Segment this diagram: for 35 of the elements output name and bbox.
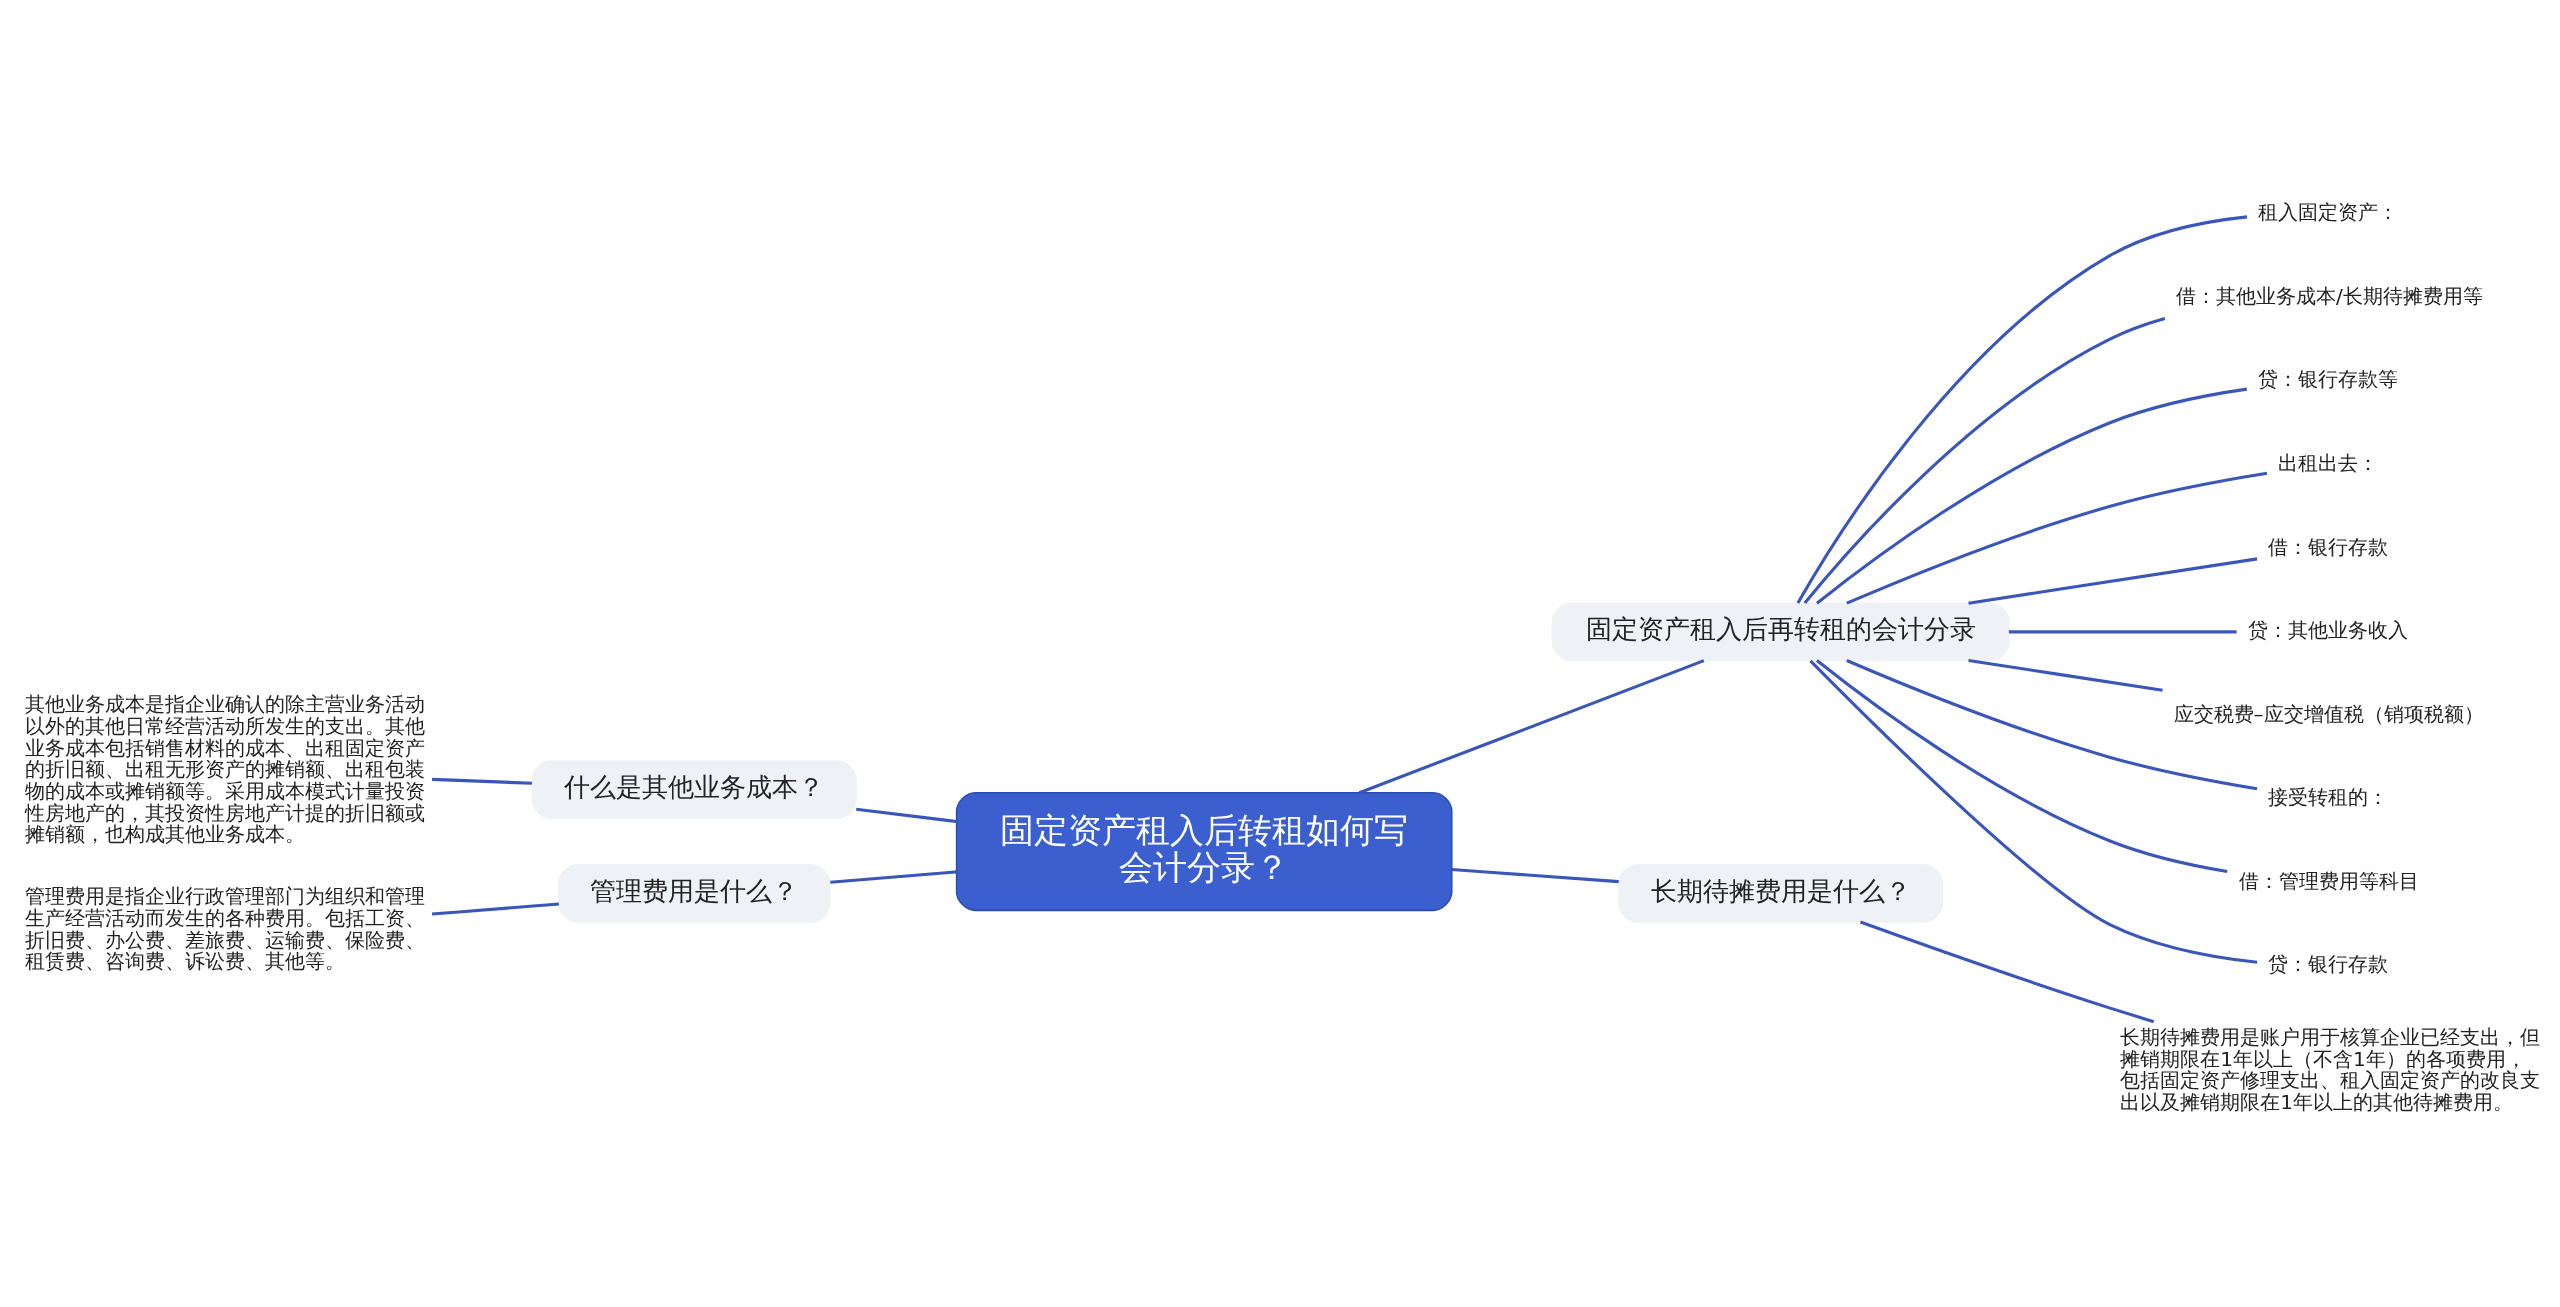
- node-text: 贷：银行存款等: [2257, 367, 2398, 392]
- connector: [1846, 659, 2258, 791]
- connector: [1796, 215, 2248, 604]
- node-box: 管理费用是什么？: [558, 863, 831, 923]
- node-box: 固定资产租入后再转租的会计分录: [1551, 602, 2010, 662]
- node-box: 什么是其他业务成本？: [531, 760, 857, 820]
- node-text: 应交税费–应交增值税（销项税额）: [2173, 701, 2484, 726]
- node-box: 固定资产租入后转租如何写会计分录？: [955, 792, 1453, 912]
- node-text: 借：银行存款: [2268, 534, 2389, 559]
- node-text: 长期待摊费用是账户用于核算企业已经支出，但摊销期限在1年以上（不含1年）的各项费用，包括固定资产修理支出、租入固定资产的改良支出以及摊销期限在1年以上的其他待摊费用。: [2120, 1025, 2541, 1115]
- connector: [2008, 630, 2237, 634]
- node-box: 长期待摊费用是什么？: [1618, 863, 1944, 923]
- connector: [431, 902, 559, 916]
- node-text: 管理费用是指企业行政管理部门为组织和管理生产经营活动而发生的各种费用。包括工资、折旧费、办公费、差旅费、运输费、保险费、租赁费、咨询费、诉讼费、其他等。: [25, 884, 426, 974]
- node-text: 贷：银行存款: [2268, 952, 2389, 977]
- connector: [431, 777, 532, 785]
- connector: [1816, 387, 2248, 605]
- node-text: 贷：其他业务收入: [2247, 618, 2408, 643]
- connector: [856, 807, 957, 823]
- connector: [1816, 659, 2228, 874]
- connector: [1968, 557, 2258, 605]
- connector: [830, 870, 957, 884]
- node-text: 借：管理费用等科目: [2238, 868, 2419, 893]
- node-text: 借：其他业务成本/长期待摊费用等: [2175, 283, 2483, 308]
- connector: [1859, 920, 2155, 1024]
- connector: [1803, 317, 2166, 604]
- connector: [1809, 659, 2258, 964]
- connector: [1451, 867, 1619, 884]
- connector: [1358, 659, 1705, 795]
- connector: [1846, 471, 2268, 605]
- connector: [1968, 658, 2163, 692]
- node-text: 租入固定资产：: [2257, 200, 2398, 225]
- node-text: 其他业务成本是指企业确认的除主营业务活动以外的其他日常经营活动所发生的支出。其他业务成本包括销售材料的成本、出租固定资产的折旧额、出租无形资产的摊销额、出租包装物的成本或摊销额等。采用成本模式计量投资性房地产的，其投资性房地产计提的折旧额或摊销额，也构成其他业务成本。: [25, 692, 426, 847]
- node-text: 接受转租的：: [2268, 785, 2389, 810]
- node-text: 出租出去：: [2278, 450, 2379, 475]
